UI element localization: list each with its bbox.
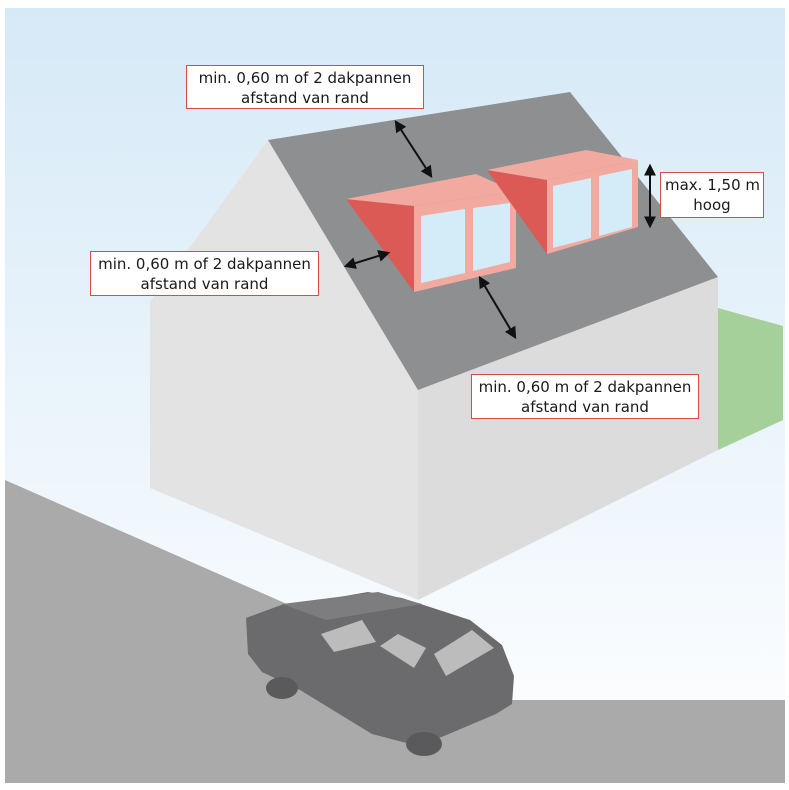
car-wheel-front	[266, 677, 298, 699]
road	[5, 480, 785, 783]
dormer-right-roof	[487, 150, 638, 180]
dormer-left-window-1	[421, 209, 465, 283]
dormer-right-window-1	[553, 178, 591, 248]
arrow-top-distance	[394, 119, 433, 179]
label-top-edge-distance: min. 0,60 m of 2 dakpannen afstand van r…	[186, 65, 424, 109]
car-body	[246, 592, 514, 746]
label-side-edge-line2: afstand van rand	[140, 275, 269, 293]
label-max-height-line2: hoog	[693, 196, 731, 214]
label-bottom-edge-line2: afstand van rand	[521, 398, 649, 416]
house-front-wall	[418, 277, 718, 600]
car	[246, 592, 514, 756]
dormer-right-window-2	[599, 169, 632, 236]
label-bottom-edge-line1: min. 0,60 m of 2 dakpannen	[478, 378, 692, 396]
dormer-left-side	[346, 199, 414, 292]
label-max-height: max. 1,50 m hoog	[660, 172, 764, 218]
dormer-left	[346, 174, 516, 292]
lawn	[718, 308, 783, 450]
car-wheel-rear	[406, 732, 442, 756]
car-roof	[282, 592, 422, 620]
car-window-front	[321, 620, 376, 652]
car-window-rear	[434, 630, 494, 676]
label-bottom-edge-distance: min. 0,60 m of 2 dakpannen afstand van r…	[471, 374, 699, 419]
dormer-left-window-2	[473, 203, 510, 271]
dormer-right	[487, 150, 638, 254]
arrow-bottom-distance	[478, 275, 517, 340]
label-max-height-line1: max. 1,50 m	[665, 176, 760, 194]
arrow-side-distance	[343, 250, 391, 269]
label-top-edge-line2: afstand van rand	[241, 89, 369, 107]
car-window-middle	[380, 634, 426, 668]
label-side-edge-line1: min. 0,60 m of 2 dakpannen	[98, 255, 311, 273]
dormer-right-side	[487, 170, 547, 254]
dormer-left-roof	[346, 174, 516, 206]
label-side-edge-distance: min. 0,60 m of 2 dakpannen afstand van r…	[90, 251, 319, 296]
label-top-edge-line1: min. 0,60 m of 2 dakpannen	[198, 69, 412, 87]
